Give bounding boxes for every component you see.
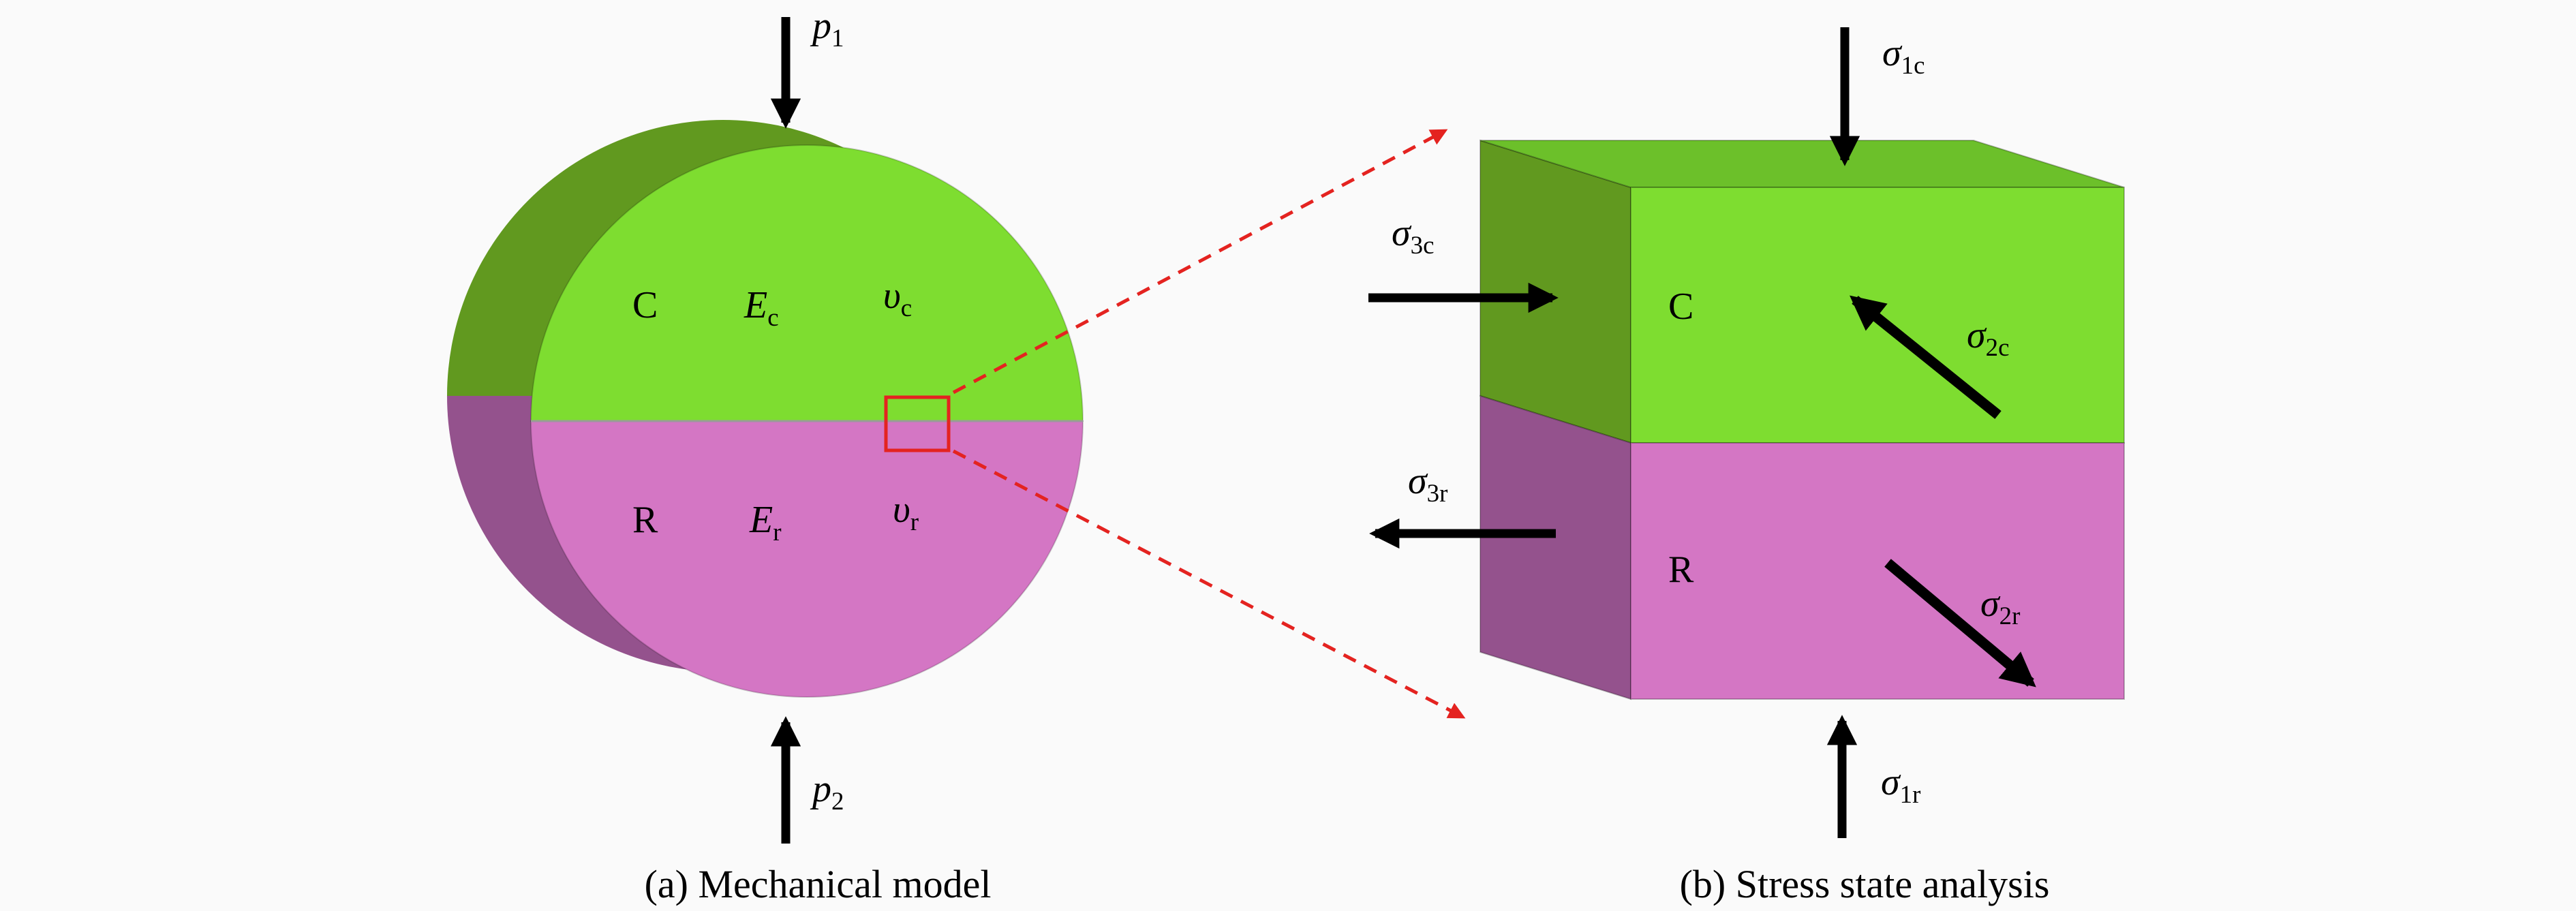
p2-base: p xyxy=(812,768,831,810)
label-upsilon-r: υr xyxy=(893,489,919,536)
p1-base: p xyxy=(812,5,831,47)
vr-sub: r xyxy=(910,508,919,536)
sigma-2c-base: σ xyxy=(1967,314,1986,356)
label-sigma-2c: σ2c xyxy=(1967,314,2010,362)
Er-sub: r xyxy=(773,518,782,546)
label-p2: p2 xyxy=(812,768,844,816)
callout-dashed-arrow-upper xyxy=(952,129,1448,395)
sigma-3c-sub: 3c xyxy=(1410,231,1435,260)
label-upsilon-c: υc xyxy=(883,275,912,322)
vr-base: υ xyxy=(893,489,910,531)
sigma-2r-base: σ xyxy=(1980,583,1999,625)
vc-sub: c xyxy=(900,294,913,322)
sigma-1r-base: σ xyxy=(1881,761,1900,803)
Ec-base: E xyxy=(744,284,768,326)
label-sigma-2r: σ2r xyxy=(1980,583,2020,630)
arrow-sigma-2r-diagonal xyxy=(1884,559,2036,688)
label-sigma-3r: σ3r xyxy=(1408,460,1448,508)
vc-base: υ xyxy=(883,275,901,317)
Ec-sub: c xyxy=(767,303,779,332)
sigma-3r-base: σ xyxy=(1408,460,1427,502)
caption-panel-a: (a) Mechanical model xyxy=(644,862,992,906)
sigma-2c-sub: 2c xyxy=(1985,333,2010,362)
label-rock-R: R xyxy=(632,499,658,541)
cylinder-front-rock-half xyxy=(530,420,1084,698)
zoom-region-box xyxy=(884,395,951,452)
label-cube-coal-C: C xyxy=(1668,285,1694,328)
cylinder-front-coal-half xyxy=(530,144,1084,422)
cube-left-face-purple xyxy=(1479,395,1631,700)
callout-dashed-arrow-lower xyxy=(952,449,1466,719)
label-sigma-1c: σ1c xyxy=(1882,32,1925,80)
sigma-1c-sub: 1c xyxy=(1901,51,1925,80)
sigma-1r-sub: 1r xyxy=(1899,780,1921,809)
label-coal-C: C xyxy=(632,284,658,326)
sigma-2r-sub: 2r xyxy=(1999,602,2021,630)
label-p1: p1 xyxy=(812,5,844,52)
cube-left-face-green xyxy=(1479,139,1631,444)
p1-sub: 1 xyxy=(831,24,844,52)
label-Er: Er xyxy=(750,499,782,546)
p2-sub: 2 xyxy=(831,787,844,816)
arrow-sigma-2c-diagonal xyxy=(1850,295,2002,419)
label-cube-rock-R: R xyxy=(1668,549,1694,591)
sigma-3r-sub: 3r xyxy=(1426,479,1448,508)
sigma-1c-base: σ xyxy=(1882,32,1901,74)
label-sigma-3c: σ3c xyxy=(1392,212,1435,260)
sigma-3c-base: σ xyxy=(1392,212,1411,254)
Er-base: E xyxy=(750,499,773,541)
label-Ec: Ec xyxy=(744,284,779,332)
cube-front-rock-half xyxy=(1630,442,2125,700)
caption-panel-b: (b) Stress state analysis xyxy=(1679,862,2050,906)
cylinder-model xyxy=(447,120,1084,698)
label-sigma-1r: σ1r xyxy=(1881,761,1921,809)
stress-cube xyxy=(1479,139,2125,700)
